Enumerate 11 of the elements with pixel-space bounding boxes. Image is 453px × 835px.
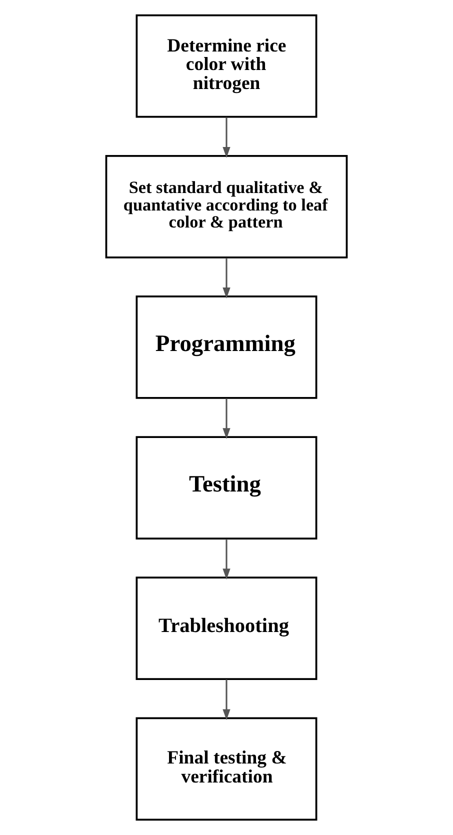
arrow (222, 258, 230, 298)
arrow (222, 680, 230, 720)
node-box: Trableshooting (136, 576, 318, 680)
node-box: Programming (136, 296, 318, 399)
arrow (222, 117, 230, 158)
node-box: Set standard qualitative & quantative according to leaf color & pattern (105, 154, 348, 258)
arrow (222, 398, 230, 440)
node-box: Final testing & verification (136, 717, 318, 821)
node-box: Determine rice color with nitrogen (136, 14, 318, 118)
arrow (222, 538, 230, 580)
node-box: Testing (136, 436, 318, 540)
